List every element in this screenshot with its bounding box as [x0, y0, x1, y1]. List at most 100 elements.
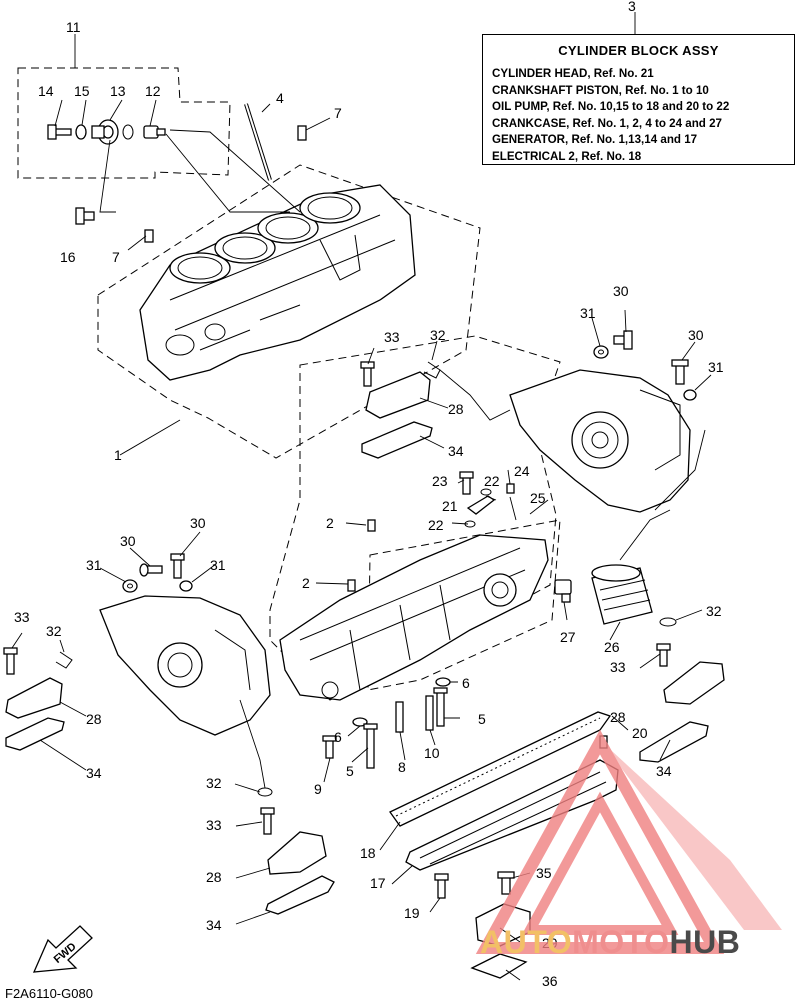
ref-line-cylinder-head: CYLINDER HEAD, Ref. No. 21: [492, 67, 654, 80]
part-31-washer-b: [683, 389, 697, 401]
cylinder-group-outline: [97, 164, 481, 459]
part-9-bolt: [322, 735, 337, 759]
cylinder-block: [139, 184, 416, 381]
label-25: 25: [530, 490, 546, 506]
part-34-gasket-b: [5, 717, 65, 751]
part-21-pipe: [466, 495, 496, 515]
part-5-bolt-a: [433, 687, 448, 727]
label-3: 3: [628, 0, 636, 14]
part-19-bolt: [434, 873, 449, 899]
part-32-clip-c: [257, 787, 273, 797]
label-33-c: 33: [610, 659, 626, 675]
label-36: 36: [542, 973, 558, 989]
label-31-c: 31: [86, 557, 102, 573]
part-32-clip-b: [55, 651, 73, 669]
part-33-bolt-a: [360, 361, 375, 387]
part-35-bolt: [497, 871, 515, 895]
generator-cover-left: [99, 595, 271, 736]
label-32-d: 32: [206, 775, 222, 791]
label-19: 19: [404, 905, 420, 921]
part-34-gasket-d: [639, 721, 709, 763]
part-15-washer: [75, 124, 87, 140]
part-28-bracket-c: [267, 831, 327, 875]
part-22-oring-a: [480, 488, 492, 496]
label-30-d: 30: [120, 533, 136, 549]
label-31-d: 31: [210, 557, 226, 573]
part-16-bolt: [75, 207, 95, 225]
part-6-washer-a: [435, 677, 451, 687]
label-34-a: 34: [448, 443, 464, 459]
ref-line-electrical: ELECTRICAL 2, Ref. No. 18: [492, 149, 642, 163]
ref-line-crankshaft-piston: CRANKSHAFT PISTON, Ref. No. 1 to 10: [492, 83, 709, 97]
label-11: 11: [66, 19, 81, 35]
crankcase: [279, 534, 549, 701]
label-20: 20: [632, 725, 648, 741]
label-26: 26: [604, 639, 620, 655]
label-32-b: 32: [46, 623, 62, 639]
label-34-c: 34: [656, 763, 672, 779]
label-32-c: 32: [706, 603, 722, 619]
watermark-logo-icon: [475, 729, 782, 954]
label-22-a: 22: [484, 473, 500, 489]
label-28-a: 28: [448, 401, 464, 417]
label-35: 35: [536, 865, 552, 881]
part-30-bolt-a: [613, 330, 633, 350]
generator-cover-right: [509, 369, 691, 513]
part-33-bolt-c: [260, 807, 275, 835]
label-5-b: 5: [346, 763, 354, 779]
label-21: 21: [442, 498, 458, 514]
part-26-oil-filter: [591, 564, 653, 625]
part-30-bolt-d: [170, 553, 185, 579]
part-31-washer-d: [179, 580, 193, 592]
part-30-bolt-c: [139, 563, 163, 577]
label-28-c: 28: [610, 709, 626, 725]
part-2-dowel-a: [367, 519, 376, 532]
label-34-b: 34: [86, 765, 102, 781]
label-34-d: 34: [206, 917, 222, 933]
label-33-a: 33: [384, 329, 400, 345]
part-31-washer-a: [593, 345, 609, 359]
label-33-d: 33: [206, 817, 222, 833]
label-1: 1: [114, 447, 122, 463]
part-30-bolt-b: [671, 359, 689, 385]
label-10: 10: [424, 745, 440, 761]
ref-line-generator: GENERATOR, Ref. No. 1,13,14 and 17: [492, 133, 698, 147]
part-32-clip-a: [423, 361, 441, 379]
part-28-bracket-d: [663, 661, 725, 705]
part-31-washer-c: [122, 579, 138, 593]
reference-box-title: CYLINDER BLOCK ASSY: [558, 43, 719, 58]
reference-box: CYLINDER BLOCK ASSY CYLINDER HEAD, Ref. …: [482, 34, 795, 165]
diagram-code: F2A6110-G080: [5, 986, 93, 1001]
label-8: 8: [398, 759, 406, 775]
label-27: 27: [560, 629, 576, 645]
label-7-left: 7: [112, 249, 120, 265]
label-2-b: 2: [302, 575, 310, 591]
label-23: 23: [432, 473, 448, 489]
label-4: 4: [276, 90, 284, 106]
part-34-gasket-c: [265, 875, 335, 915]
part-10-bolt: [425, 695, 434, 731]
group-11-outline: [17, 67, 231, 179]
label-31-b: 31: [708, 359, 724, 375]
part-7-dowel-left: [144, 229, 154, 243]
part-27-fitting: [554, 579, 572, 603]
part-2-dowel-b: [347, 579, 356, 592]
label-32-a: 32: [430, 327, 446, 343]
label-5-a: 5: [478, 711, 486, 727]
label-15: 15: [74, 83, 90, 99]
label-14: 14: [38, 83, 54, 99]
label-16: 16: [60, 249, 76, 265]
part-23-bolt: [459, 471, 474, 495]
part-36-plate: [470, 953, 528, 979]
label-30-a: 30: [613, 283, 629, 299]
label-28-b: 28: [86, 711, 102, 727]
ref-line-oil-pump: OIL PUMP, Ref. No. 10,15 to 18 and 20 to…: [492, 100, 730, 114]
label-7-top: 7: [334, 105, 342, 121]
label-31-a: 31: [580, 305, 596, 321]
part-33-bolt-b: [3, 647, 18, 675]
part-5-bolt-b: [363, 723, 378, 769]
part-33-bolt-d: [656, 643, 671, 667]
label-9: 9: [314, 781, 322, 797]
label-12: 12: [145, 83, 161, 99]
